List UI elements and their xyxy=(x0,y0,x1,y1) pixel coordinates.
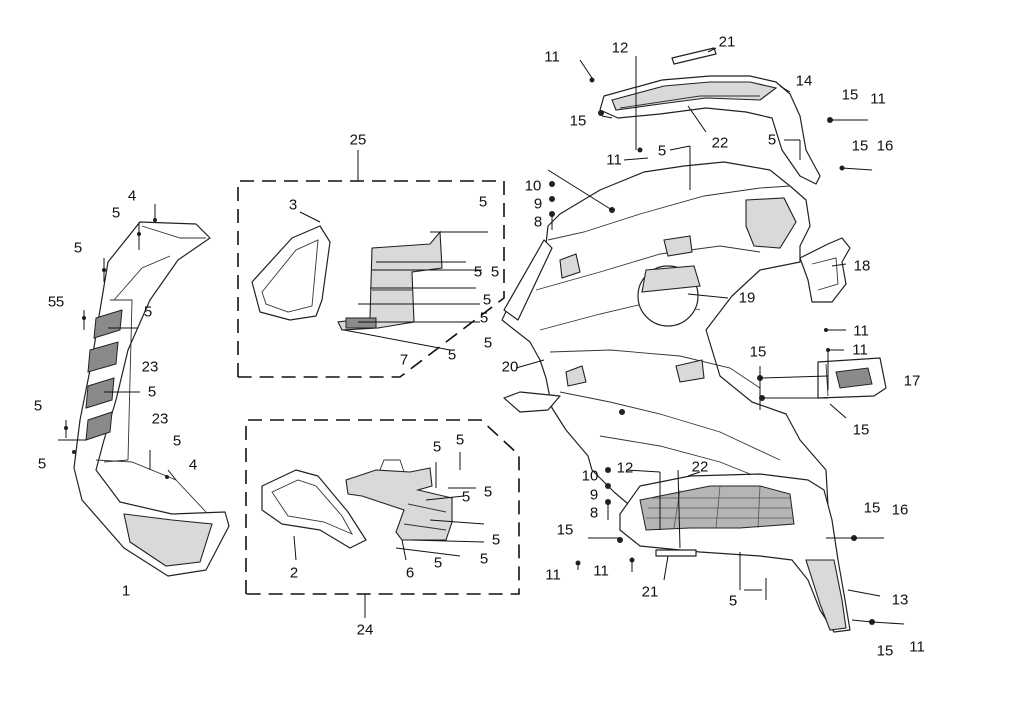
callout-20: 20 xyxy=(501,358,519,376)
callout-5-upper-7: 5 xyxy=(447,346,457,364)
callout-10-b: 10 xyxy=(581,467,599,485)
callout-11-f: 11 xyxy=(545,566,561,584)
callout-5-left-2: 5 xyxy=(73,239,83,257)
part-14-rear-panel xyxy=(599,75,821,185)
callout-22-b: 22 xyxy=(691,458,709,476)
callout-8-b: 8 xyxy=(589,504,599,522)
callout-24: 24 xyxy=(356,621,374,639)
callout-15-f: 15 xyxy=(556,521,574,539)
leader-lines xyxy=(58,47,905,625)
callout-5-lower-5: 5 xyxy=(491,531,501,549)
callout-5-upper-3: 5 xyxy=(490,263,500,281)
callout-22-a: 22 xyxy=(711,134,729,152)
callout-5-upper-4: 5 xyxy=(482,291,492,309)
part-7-bracket xyxy=(337,230,443,331)
callout-21-a: 21 xyxy=(718,33,736,51)
callout-5-right-2: 5 xyxy=(767,131,777,149)
part-1-louver-slots xyxy=(85,299,133,463)
callout-4-top: 4 xyxy=(127,187,137,205)
callout-12-b: 12 xyxy=(616,459,634,477)
callout-2: 2 xyxy=(289,564,299,582)
callout-9-b: 9 xyxy=(589,486,599,504)
part-18-side-bracket xyxy=(799,237,851,303)
callout-5-lower-4: 5 xyxy=(461,488,471,506)
callout-7: 7 xyxy=(399,351,409,369)
callout-5-lower-3: 5 xyxy=(483,483,493,501)
callout-19: 19 xyxy=(738,289,756,307)
callout-15-g: 15 xyxy=(863,499,881,517)
callout-5-upper-2: 5 xyxy=(473,263,483,281)
part-19-center-cover xyxy=(637,265,701,327)
callout-11-g: 11 xyxy=(593,562,609,580)
callout-5-right-3: 5 xyxy=(728,592,738,610)
callout-15-c: 15 xyxy=(851,137,869,155)
callout-11-a: 11 xyxy=(544,48,560,66)
callout-5-lower-7: 5 xyxy=(433,554,443,572)
callout-13: 13 xyxy=(891,591,909,609)
callout-5-lower-2: 5 xyxy=(455,431,465,449)
part-2-inner-panel xyxy=(261,469,367,549)
callout-5-lower-6: 5 xyxy=(479,550,489,568)
callout-5-left-1: 5 xyxy=(111,204,121,222)
callout-5-upper-5: 5 xyxy=(479,309,489,327)
callout-14: 14 xyxy=(795,72,813,90)
callout-5-left-9: 5 xyxy=(47,293,57,311)
callout-5-left-3: 5 xyxy=(55,293,65,311)
callout-8-a: 8 xyxy=(533,213,543,231)
callout-11-d: 11 xyxy=(853,322,869,340)
callout-23-upper: 23 xyxy=(141,358,159,376)
part-13-lower-panel xyxy=(619,473,851,633)
callout-25: 25 xyxy=(349,131,367,149)
group-box-24 xyxy=(245,419,520,618)
callout-12-a: 12 xyxy=(611,39,629,57)
part-17-mount-bracket xyxy=(817,357,887,399)
callout-5-lower-1: 5 xyxy=(432,438,442,456)
callout-5-left-6: 5 xyxy=(33,397,43,415)
part-3-inner-panel xyxy=(251,225,331,321)
part-22-spacers xyxy=(677,105,707,549)
callout-23-lower: 23 xyxy=(151,410,169,428)
callout-5-left-5: 5 xyxy=(147,383,157,401)
fastener-stack-upper xyxy=(549,181,555,217)
callout-5-upper-1: 5 xyxy=(478,193,488,211)
callout-5-left-8: 5 xyxy=(172,432,182,450)
callout-15-b: 15 xyxy=(841,86,859,104)
callout-6: 6 xyxy=(405,564,415,582)
callout-11-e: 11 xyxy=(852,341,868,359)
callout-15-h: 15 xyxy=(876,642,894,660)
callout-3: 3 xyxy=(288,196,298,214)
part-20-body-shell xyxy=(501,161,829,517)
callout-9-a: 9 xyxy=(533,195,543,213)
callout-5-left-7: 5 xyxy=(37,455,47,473)
callout-21-b: 21 xyxy=(641,583,659,601)
callout-5-left-4: 5 xyxy=(143,303,153,321)
callout-15-a: 15 xyxy=(569,112,587,130)
group-box-25 xyxy=(237,150,505,378)
callout-15-e: 15 xyxy=(852,421,870,439)
callout-17: 17 xyxy=(903,372,921,390)
callout-1: 1 xyxy=(121,582,131,600)
part-1-side-panel xyxy=(64,218,230,577)
callout-11-c: 11 xyxy=(870,90,886,108)
callout-18: 18 xyxy=(853,257,871,275)
part-21-trim-strip xyxy=(655,47,717,557)
callout-10-a: 10 xyxy=(524,177,542,195)
callout-15-d: 15 xyxy=(749,343,767,361)
callout-16-b: 16 xyxy=(891,501,909,519)
callout-4-bottom: 4 xyxy=(188,456,198,474)
callout-11-h: 11 xyxy=(909,638,925,656)
callout-11-b: 11 xyxy=(606,151,622,169)
callout-5-right-1: 5 xyxy=(657,142,667,160)
callout-16-a: 16 xyxy=(876,137,894,155)
callout-5-upper-6: 5 xyxy=(483,334,493,352)
